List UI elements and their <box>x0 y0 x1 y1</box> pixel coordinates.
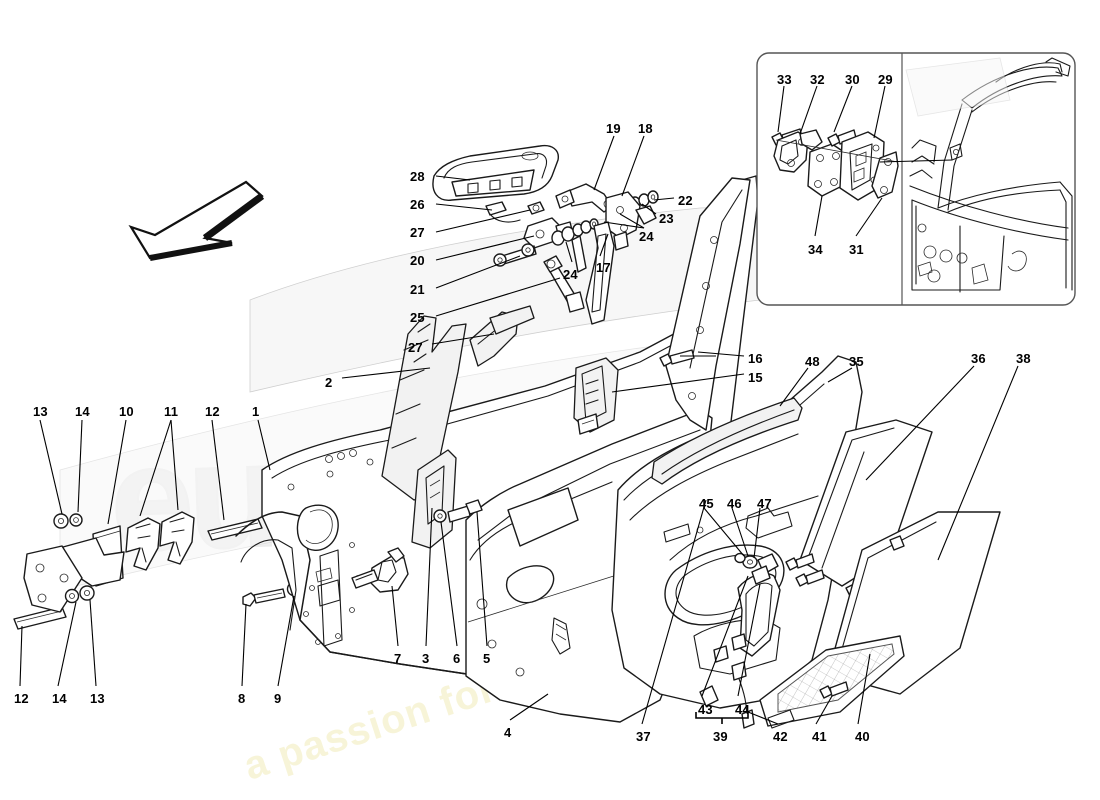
callout-12-lower: 12 <box>14 691 29 706</box>
leader-lines <box>19 135 1019 725</box>
callout-10: 10 <box>119 404 134 419</box>
inset-callout-31: 31 <box>849 242 864 257</box>
callout-35: 35 <box>849 354 864 369</box>
callout-1: 1 <box>252 404 260 419</box>
callout-46: 46 <box>727 496 742 511</box>
inset-body-shell-drawing <box>879 57 1073 293</box>
callout-14-lower: 14 <box>52 691 67 706</box>
callout-3: 3 <box>422 651 430 666</box>
inset-callout-32: 32 <box>810 72 825 87</box>
callout-13-lower: 13 <box>90 691 105 706</box>
callout-28: 28 <box>410 169 425 184</box>
callout-6: 6 <box>453 651 461 666</box>
callout-39: 39 <box>713 729 728 744</box>
door-check-assembly <box>351 547 409 593</box>
callout-38: 38 <box>1016 351 1031 366</box>
callout-15: 15 <box>748 370 763 385</box>
callout-12-upper: 12 <box>205 404 220 419</box>
callout-22: 22 <box>678 193 693 208</box>
callout-13-upper: 13 <box>33 404 48 419</box>
callout-18: 18 <box>638 121 653 136</box>
callout-21: 21 <box>410 282 425 297</box>
callout-2: 2 <box>325 375 333 390</box>
callout-27-upper: 27 <box>410 225 425 240</box>
inset-callout-29: 29 <box>878 72 893 87</box>
callout-5: 5 <box>483 651 491 666</box>
callout-19: 19 <box>606 121 621 136</box>
callout-24-upper: 24 <box>639 229 654 244</box>
left-hinge-hardware-group <box>13 511 302 630</box>
orientation-arrow-icon <box>128 180 265 261</box>
callout-41: 41 <box>812 729 827 744</box>
inset-panel-frame <box>756 52 1076 306</box>
callout-16: 16 <box>748 351 763 366</box>
callout-26: 26 <box>410 197 425 212</box>
callout-43: 43 <box>698 702 713 717</box>
door-trim-panel <box>611 355 863 709</box>
callout-48: 48 <box>805 354 820 369</box>
callout-27-lower: 27 <box>408 340 423 355</box>
callout-40: 40 <box>855 729 870 744</box>
callout-47: 47 <box>757 496 772 511</box>
door-pocket-group <box>699 552 905 729</box>
callout-36: 36 <box>971 351 986 366</box>
window-channel-strips <box>381 305 535 501</box>
callout-20: 20 <box>410 253 425 268</box>
callout-7: 7 <box>394 651 402 666</box>
callout-4: 4 <box>504 725 512 740</box>
callout-23: 23 <box>659 211 674 226</box>
inset-hinge-parts <box>771 128 899 201</box>
callout-8: 8 <box>238 691 246 706</box>
callout-45: 45 <box>699 496 714 511</box>
callout-14-upper: 14 <box>75 404 90 419</box>
door-check-strip-group <box>411 449 483 549</box>
inset-callout-34: 34 <box>808 242 823 257</box>
callout-11: 11 <box>164 404 179 419</box>
callout-24-lower: 24 <box>563 267 578 282</box>
inset-callout-30: 30 <box>845 72 860 87</box>
callout-44: 44 <box>735 702 750 717</box>
callout-17: 17 <box>596 260 611 275</box>
callout-37: 37 <box>636 729 651 744</box>
inset-leader-lines <box>777 85 886 237</box>
callout-9: 9 <box>274 691 282 706</box>
callout-42: 42 <box>773 729 788 744</box>
callout-25: 25 <box>410 310 425 325</box>
exterior-handle-assembly <box>432 144 659 325</box>
inset-callout-33: 33 <box>777 72 792 87</box>
